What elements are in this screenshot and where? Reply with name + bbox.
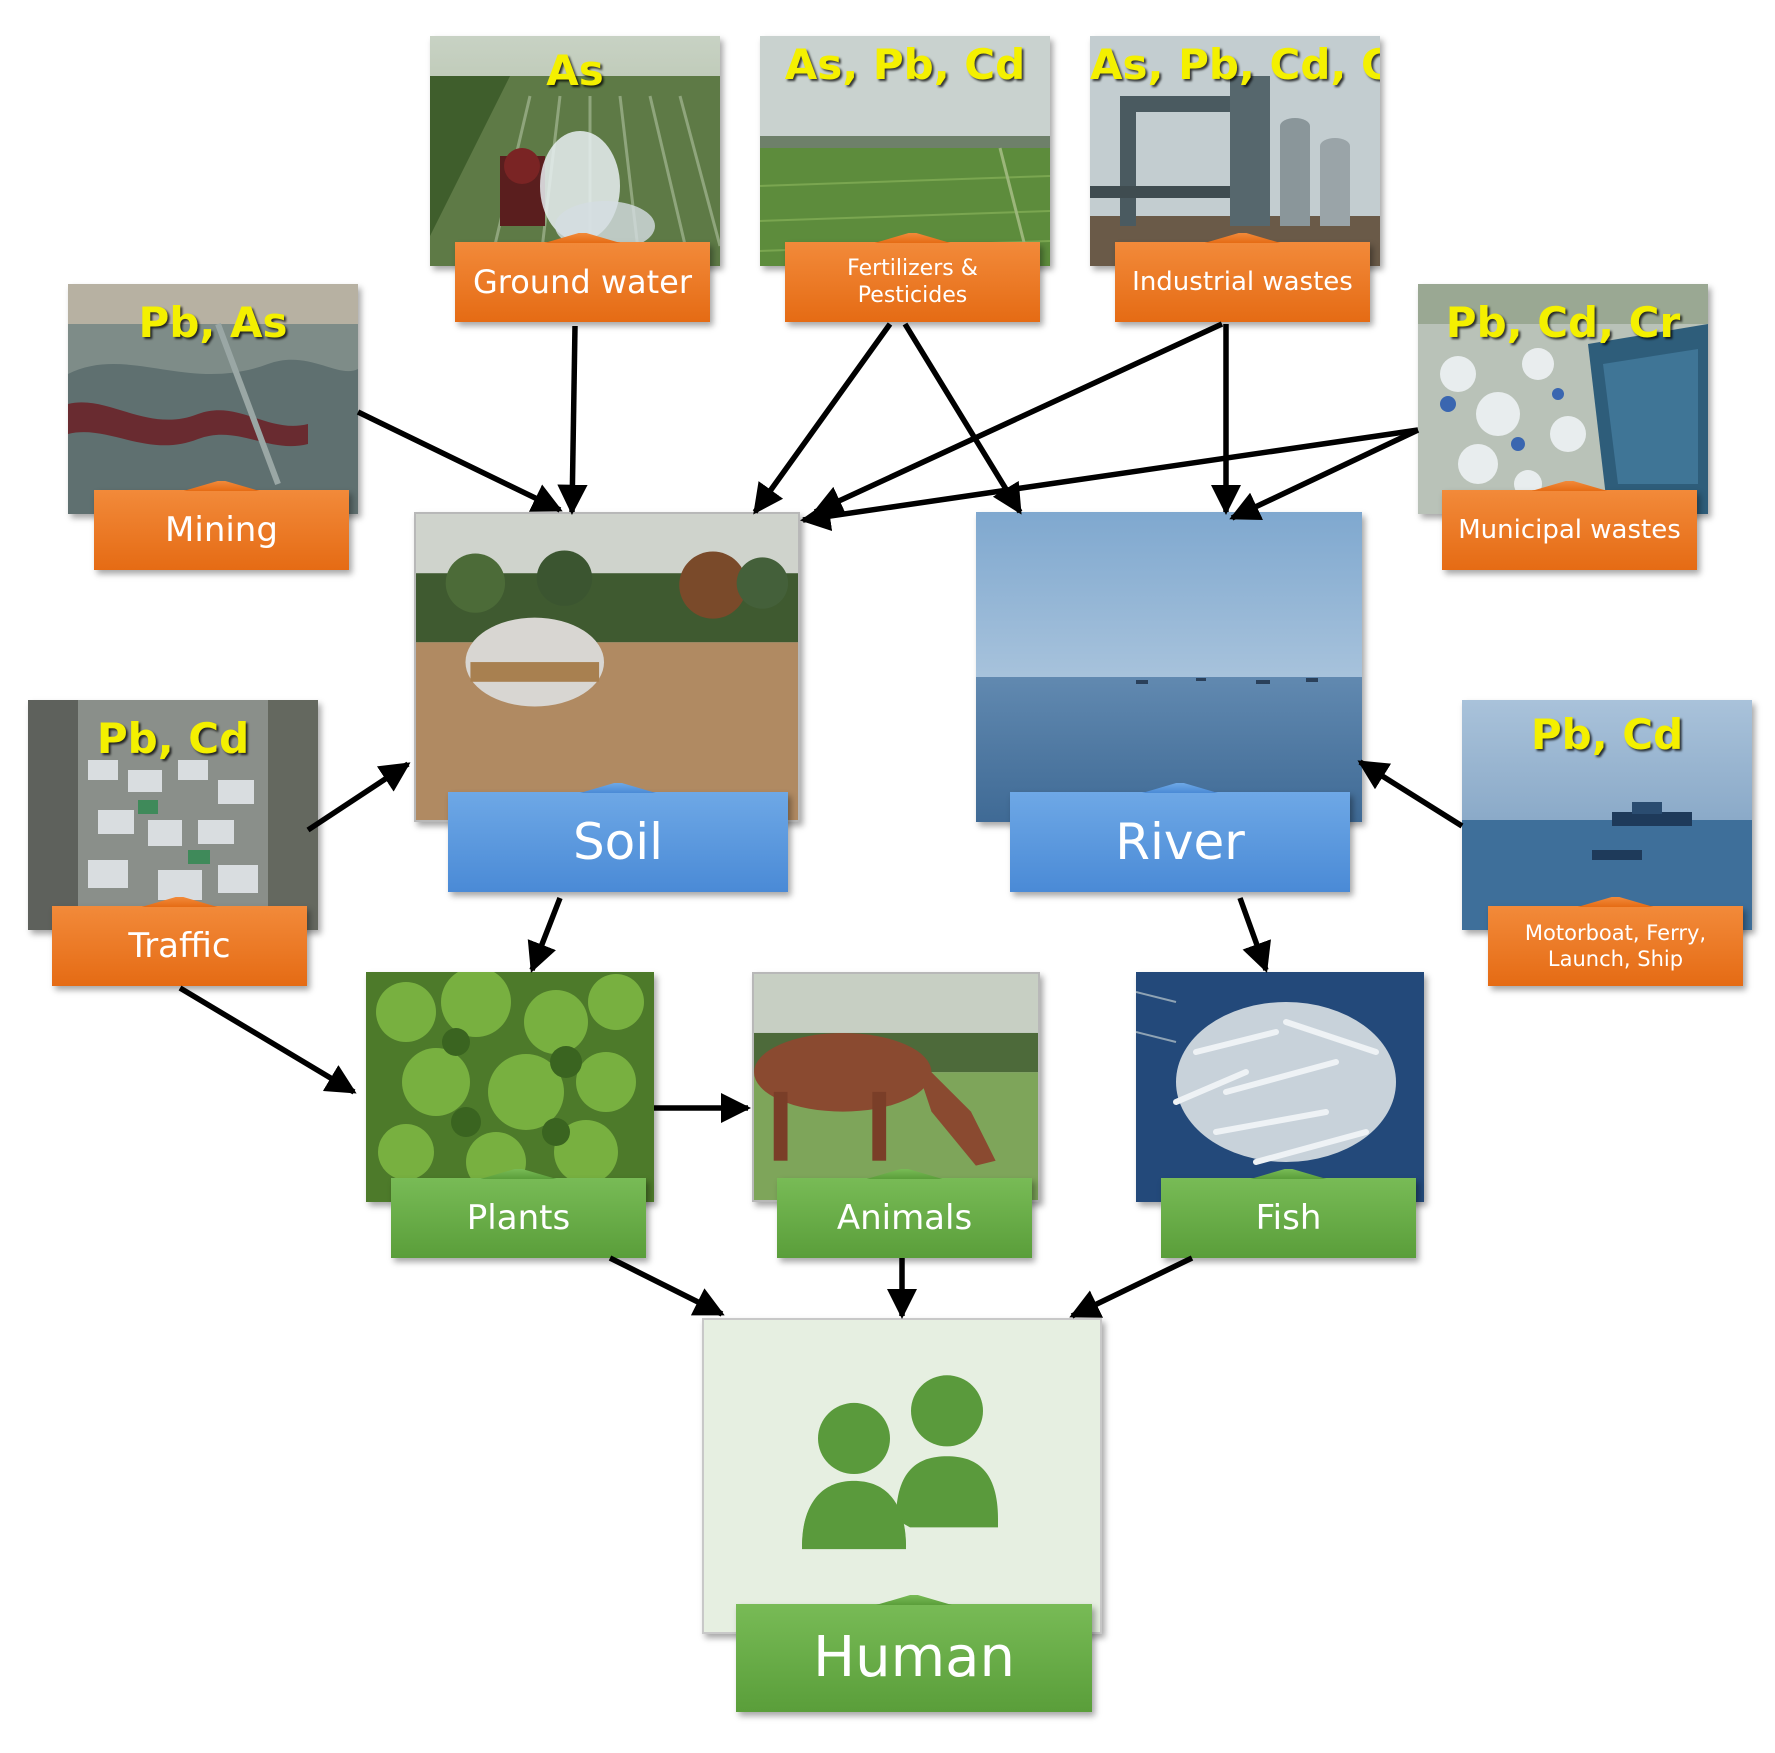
arrow-traffic-to-soil: [306, 761, 411, 833]
ground-water-label: Ground water: [455, 242, 710, 322]
mining-label-text: Mining: [165, 509, 278, 550]
human-label: Human: [736, 1604, 1092, 1712]
arrow-fertilizers-to-soil: [752, 322, 893, 515]
arrow-municipal-to-soil: [800, 427, 1419, 532]
plants-label-text: Plants: [466, 1197, 571, 1238]
industrial-label: Industrial wastes: [1115, 242, 1370, 322]
municipal-photo: Pb, Cd, Cr: [1418, 284, 1708, 514]
arrow-traffic-to-plants: [178, 985, 357, 1095]
ground-water-label-text: Ground water: [472, 263, 693, 301]
plants-label: Plants: [391, 1178, 646, 1258]
fish-label: Fish: [1161, 1178, 1416, 1258]
arrow-fertilizers-to-river: [902, 322, 1023, 515]
mining-label: Mining: [94, 490, 349, 570]
river-label: River: [1010, 792, 1350, 892]
node-boats: Pb, Cd Motorboat, Ferry, Launch, Ship: [1462, 700, 1752, 990]
node-fish: Fish: [1136, 972, 1424, 1262]
arrow-plants-to-human: [608, 1255, 725, 1317]
traffic-metals: Pb, Cd: [96, 714, 250, 763]
node-municipal-wastes: Pb, Cd, Cr Municipal wastes: [1418, 284, 1708, 574]
traffic-label-text: Traffic: [128, 925, 231, 966]
arrow-industrial-to-soil: [812, 321, 1224, 515]
animals-photo: [752, 972, 1040, 1202]
traffic-photo: Pb, Cd: [28, 700, 318, 930]
fish-photo: [1136, 972, 1424, 1202]
fertilizers-label-line2: Pesticides: [857, 283, 968, 308]
node-human: Human: [702, 1318, 1102, 1718]
boats-photo: Pb, Cd: [1462, 700, 1752, 930]
arrow-municipal-to-river: [1229, 427, 1420, 521]
plants-photo: [366, 972, 654, 1202]
mining-photo: Pb, As: [68, 284, 358, 514]
soil-label-text: Soil: [572, 812, 664, 871]
industrial-metals: As, Pb, Cd, Cr: [1090, 40, 1380, 89]
ground-water-metals: As: [546, 46, 604, 95]
arrow-groundwater-to-soil: [557, 325, 588, 516]
boats-label: Motorboat, Ferry, Launch, Ship: [1488, 906, 1743, 986]
node-soil: Soil: [414, 512, 800, 898]
boats-label-line1: Motorboat, Ferry,: [1524, 920, 1707, 945]
arrow-soil-to-plants: [527, 897, 563, 973]
fertilizers-label-line1: Fertilizers &: [847, 255, 978, 281]
arrow-fish-to-human: [1069, 1255, 1194, 1319]
soil-photo: [414, 512, 800, 822]
soil-label: Soil: [448, 792, 788, 892]
river-label-text: River: [1115, 812, 1245, 871]
node-plants: Plants: [366, 972, 654, 1262]
arrow-boats-to-river: [1357, 759, 1464, 829]
ground-water-photo: As: [430, 36, 720, 266]
municipal-label-text: Municipal wastes: [1458, 514, 1681, 545]
node-traffic: Pb, Cd Traffic: [28, 700, 318, 990]
animals-label-text: Animals: [836, 1197, 973, 1238]
node-fertilizers-pesticides: As, Pb, Cd Fertilizers & Pesticides: [760, 36, 1050, 326]
boats-metals: Pb, Cd: [1530, 710, 1684, 759]
industrial-label-text: Industrial wastes: [1132, 266, 1353, 297]
node-mining: Pb, As Mining: [68, 284, 358, 574]
people-icon: [802, 1375, 998, 1550]
municipal-metals: Pb, Cd, Cr: [1445, 298, 1681, 347]
human-label-text: Human: [813, 1625, 1015, 1690]
animals-label: Animals: [777, 1178, 1032, 1258]
human-box: [702, 1318, 1102, 1634]
fertilizers-photo: As, Pb, Cd: [760, 36, 1050, 266]
arrow-river-to-fish: [1237, 897, 1271, 973]
river-photo: [976, 512, 1362, 822]
municipal-label: Municipal wastes: [1442, 490, 1697, 570]
node-industrial-wastes: As, Pb, Cd, Cr Industrial wastes: [1090, 36, 1380, 326]
boats-label-line2: Launch, Ship: [1547, 947, 1684, 971]
arrow-mining-to-soil: [356, 409, 563, 513]
node-animals: Animals: [752, 972, 1040, 1262]
traffic-label: Traffic: [52, 906, 307, 986]
node-river: River: [976, 512, 1362, 898]
fish-label-text: Fish: [1255, 1197, 1322, 1238]
node-ground-water: As Ground water: [430, 36, 720, 326]
industrial-photo: As, Pb, Cd, Cr: [1090, 36, 1380, 266]
fertilizers-metals: As, Pb, Cd: [784, 40, 1026, 89]
fertilizers-label: Fertilizers & Pesticides: [785, 242, 1040, 322]
mining-metals: Pb, As: [138, 298, 288, 347]
